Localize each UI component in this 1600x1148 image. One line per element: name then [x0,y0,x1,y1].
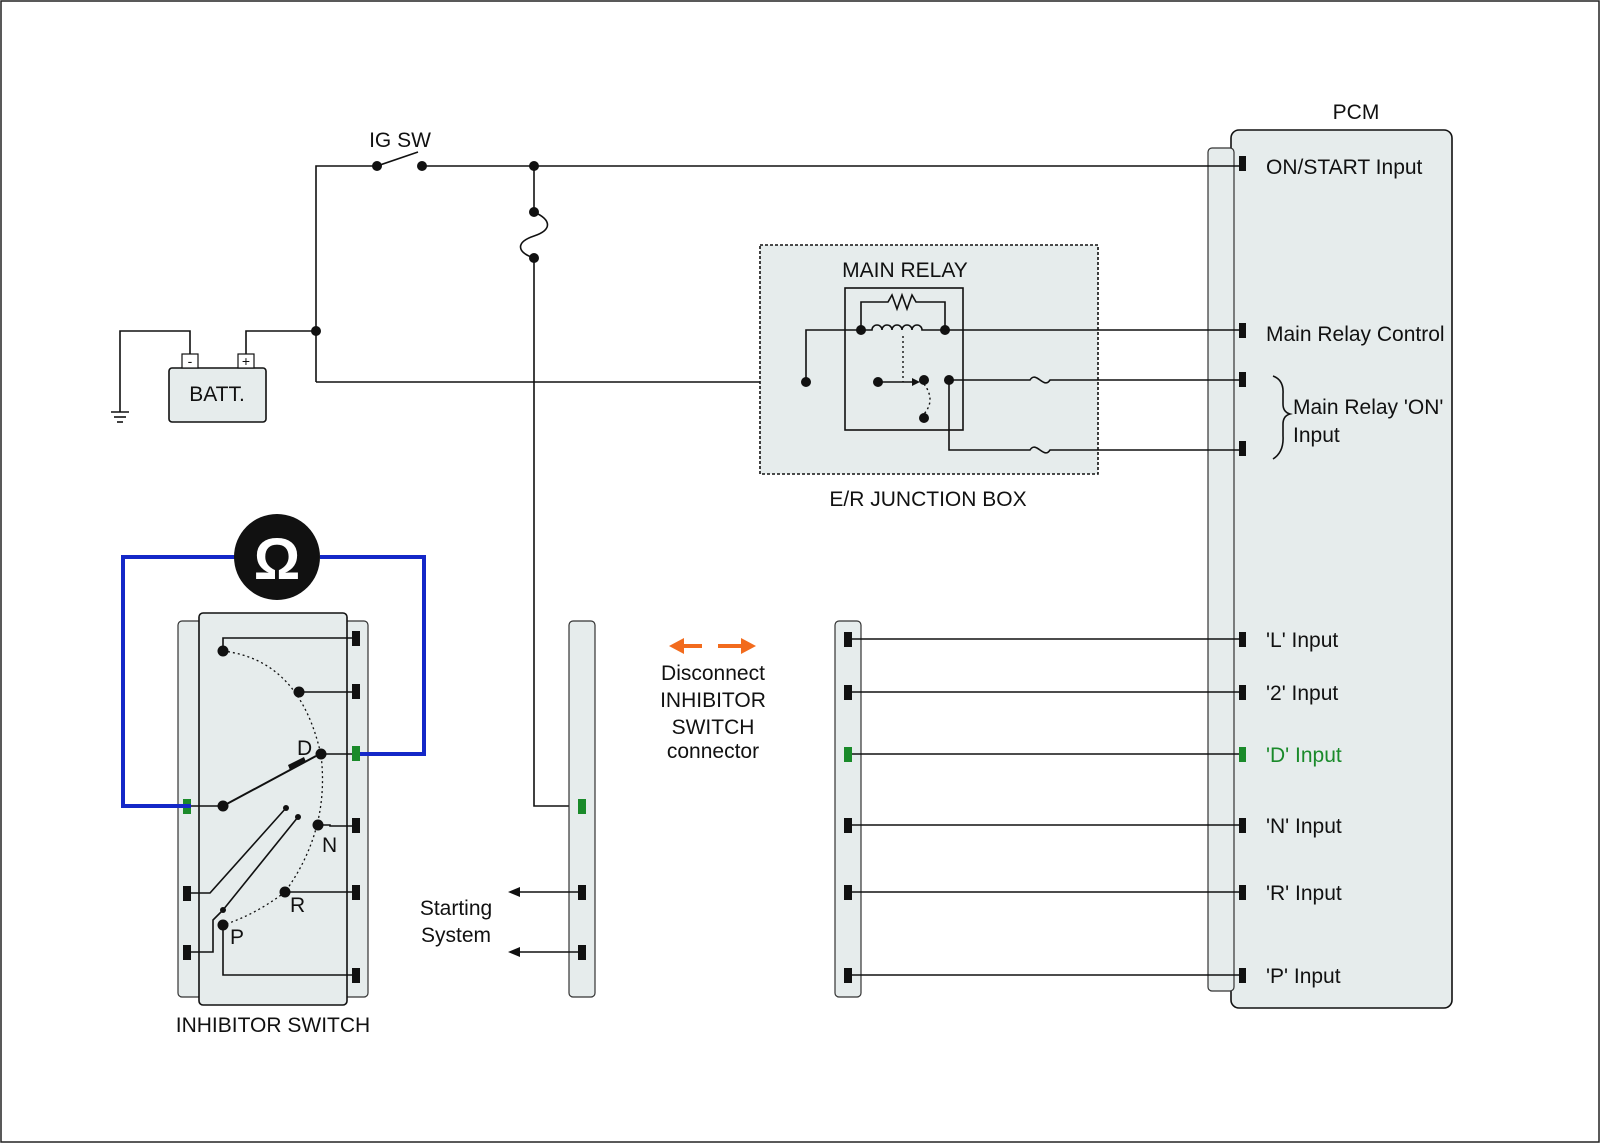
disconnect-arrow-right-icon [741,638,756,654]
battery-minus-label: - [188,353,193,369]
junction-box-label: E/R JUNCTION BOX [829,488,1026,511]
disconnect-arrow-left-icon [669,638,684,654]
pcm-input-p: 'P' Input [1266,965,1341,988]
ig-sw-label: IG SW [369,129,431,152]
pcm-module: PCM ON/START Input Main Relay Control Ma… [1207,101,1453,1009]
battery-feed-wire [315,165,377,382]
ohm-icon [234,514,320,600]
pcm-input-main-relay-on-line1: Main Relay 'ON' [1293,396,1443,419]
relay-output-wire-2 [948,380,1239,454]
inhibitor-switch-label: INHIBITOR SWITCH [176,1014,370,1037]
pcm-connector-strip [1207,147,1235,992]
position-n-contact [312,819,324,831]
park-neutral-contact-b [222,816,299,911]
ohmmeter: Ω [121,514,426,808]
pcm-side-connector-strip [834,620,862,998]
position-2-contact [293,686,305,698]
position-n-label: N [322,834,337,857]
pcm-pin-main-relay-on-2 [1239,441,1246,456]
harness-pin-ig [578,799,586,814]
pcm-pin-p [1239,968,1246,983]
ig-switch-blade [376,151,419,167]
pcm-input-r: 'R' Input [1266,882,1342,905]
battery: - + BATT. [111,330,267,423]
pcm-pin-l [1239,632,1246,647]
ohm-symbol: Ω [254,527,301,592]
inhibitor-body [198,612,348,1006]
relay-coil [861,324,945,331]
main-relay-on-brace [1272,375,1293,460]
position-d-contact [315,748,327,760]
pcm-input-d: 'D' Input [1266,744,1342,767]
battery-plus-label: + [242,353,250,369]
pcm-input-n: 'N' Input [1266,815,1342,838]
battery-ground-wire [119,330,191,412]
disconnect-line3: SWITCH [672,716,755,739]
pcm-input-on-start: ON/START Input [1266,156,1423,179]
relay-output-wire-1 [949,376,1239,384]
inhibitor-pin-d [352,746,360,761]
pcm-pin-2 [1239,685,1246,700]
pcm-pin-main-relay-on-1 [1239,372,1246,387]
battery-minus-terminal [181,353,199,369]
inhibitor-switch: INHIBITOR SWITCH D N R P [176,612,370,1037]
junction-box: E/R JUNCTION BOX MAIN RELAY [759,244,1239,511]
pcm-side-pin-d [844,747,852,762]
battery-body [168,367,267,423]
relay-resistor [860,292,946,330]
main-relay-label: MAIN RELAY [842,259,968,282]
disconnect-line4: connector [667,740,759,763]
position-p-label: P [230,926,244,949]
position-r-label: R [290,894,305,917]
pcm-side-connector [834,620,1239,998]
position-d-label: D [297,737,312,760]
pcm-pin-n [1239,818,1246,833]
starting-system-line1: Starting [420,897,492,920]
ohmmeter-lead-left [121,555,236,808]
ohmmeter-lead-right [320,555,426,756]
inhibitor-connector-harness: Starting System [420,620,596,998]
power-wiring: IG SW [245,129,1239,807]
pcm-pin-main-relay-control [1239,323,1246,338]
pcm-input-l: 'L' Input [1266,629,1338,652]
pcm-input-main-relay-on-line2: Input [1293,424,1340,447]
ig-feed-to-inhibitor [533,258,580,807]
pcm-pin-d [1239,747,1246,762]
disconnect-note: Disconnect INHIBITOR SWITCH connector [660,638,766,763]
main-relay-body [844,287,964,431]
battery-label: BATT. [189,383,245,406]
starting-system-line2: System [421,924,491,947]
pcm-pin-on-start [1239,156,1246,171]
pcm-pin-r [1239,885,1246,900]
park-neutral-contact-a [191,807,287,894]
starting-arrow-1 [508,887,520,897]
starting-arrow-2 [508,947,520,957]
position-l-contact [217,645,229,657]
pcm-input-main-relay-control: Main Relay Control [1266,323,1445,346]
disconnect-line1: Disconnect [661,662,765,685]
position-r-contact [279,886,291,898]
pcm-input-2: '2' Input [1266,682,1338,705]
fuse-symbol [519,211,549,259]
disconnect-line2: INHIBITOR [660,689,766,712]
pcm-label: PCM [1333,101,1380,124]
pcm-body [1230,129,1453,1009]
